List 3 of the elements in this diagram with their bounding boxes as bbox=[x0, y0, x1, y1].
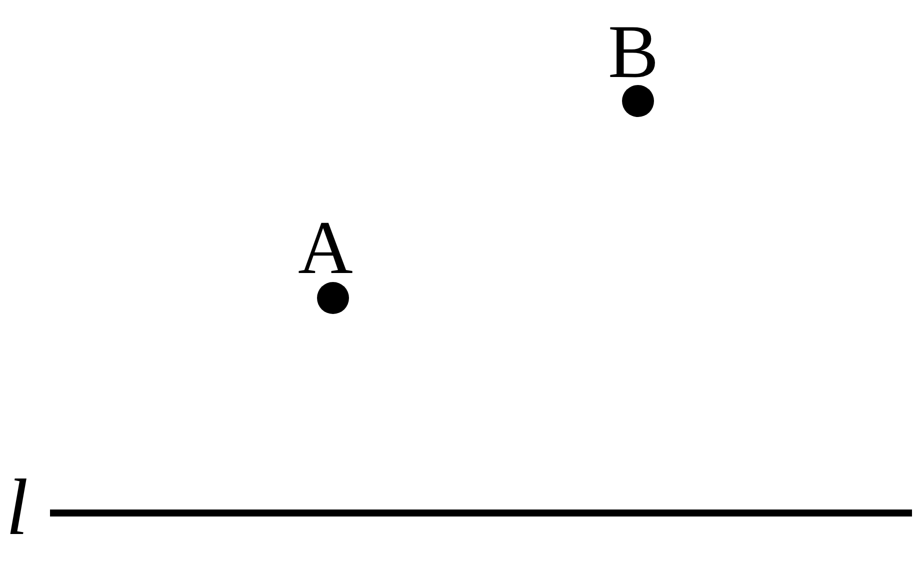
point-label: B bbox=[608, 14, 659, 90]
line-label: l bbox=[6, 468, 28, 548]
point-label: A bbox=[298, 210, 353, 286]
